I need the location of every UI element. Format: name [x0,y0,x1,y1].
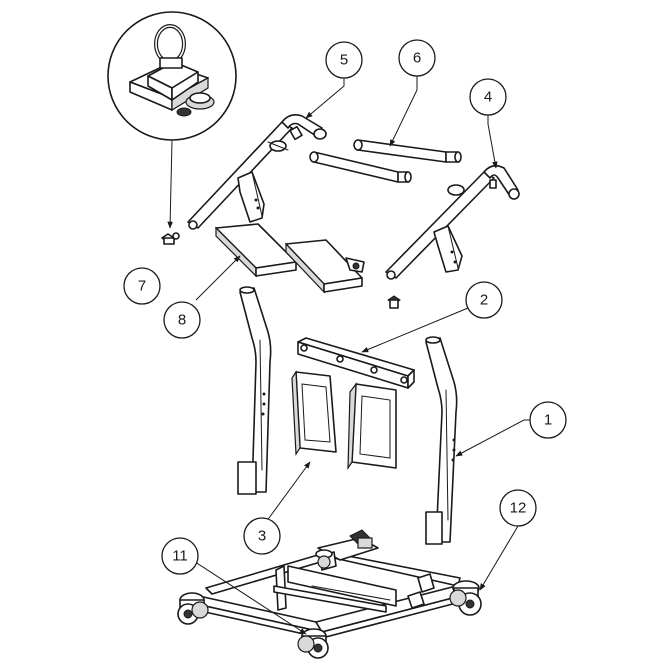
callout-label: 4 [484,89,492,106]
callout-8: 8 [163,301,201,339]
caster-right [449,580,482,616]
callout-label: 5 [340,52,348,69]
part-4-right-boom [385,164,520,280]
callout-7: 7 [123,267,161,305]
callout-label: 1 [544,412,552,429]
caster-front-left [177,592,209,625]
part-2-cross-plate [297,337,415,389]
callout-1: 1 [529,401,567,439]
part-5-left-boom [187,114,327,230]
arm-fastener [387,295,401,309]
detail-view-bubble [107,11,237,229]
callout-label: 11 [172,548,188,565]
part-3-knee-pads [291,370,397,471]
callout-label: 7 [138,278,146,295]
base-chassis [189,529,469,639]
callout-label: 3 [258,528,266,545]
callout-4: 4 [469,78,507,116]
callout-6: 6 [398,39,436,77]
callout-label: 12 [510,500,527,517]
callout-3: 3 [243,517,281,555]
callout-label: 2 [480,292,488,309]
part-6-cross-bars [309,139,462,183]
callout-5: 5 [325,41,363,79]
part-1-right-upright [425,336,458,545]
caster-rear [315,549,333,569]
callout-label: 8 [178,312,186,329]
part-1-left-upright [237,286,272,495]
part-7-fastener [161,232,180,245]
caster-front-center [297,628,329,659]
callout-label: 6 [413,50,421,67]
part-8-pads [215,223,365,294]
callout-2: 2 [465,281,503,319]
callout-12: 12 [499,489,537,527]
callout-11: 11 [161,537,199,575]
